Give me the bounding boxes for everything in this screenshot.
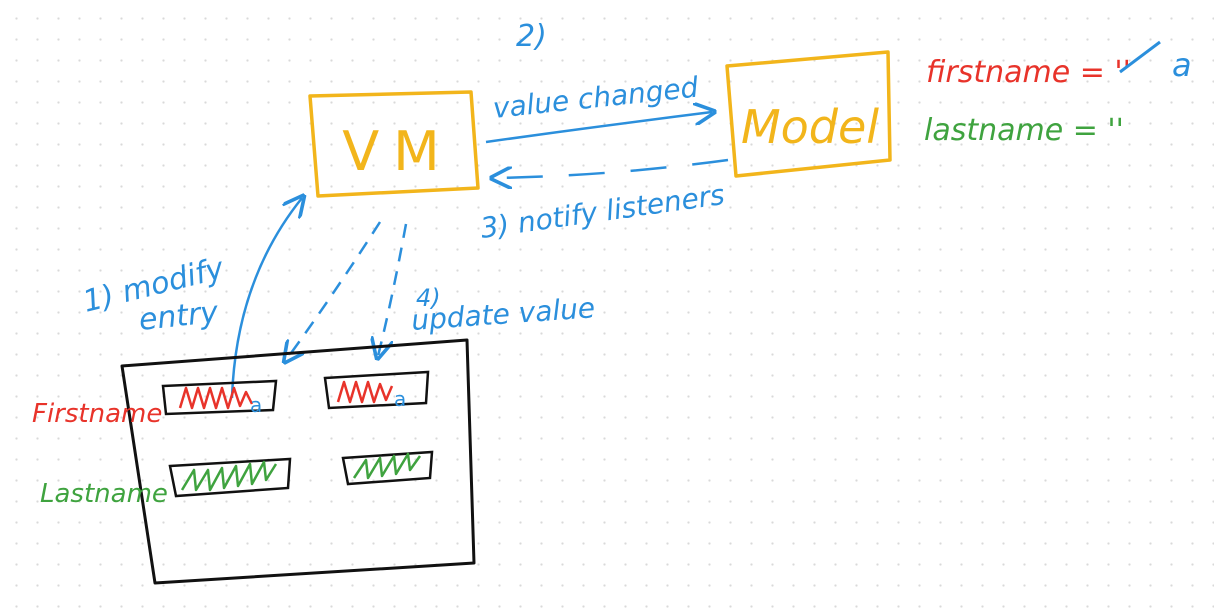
lastname-field-right-scribble bbox=[352, 452, 422, 480]
model-firstname-state: firstname = '' bbox=[926, 55, 1131, 90]
model-state: firstname = '' a lastname = '' bbox=[924, 40, 1192, 148]
vm-box bbox=[308, 90, 480, 198]
notify-listeners-arrow bbox=[494, 158, 729, 178]
firstname-field-right[interactable]: a bbox=[323, 370, 430, 411]
firstname-field-right-typed: a bbox=[394, 387, 406, 411]
update-value-arrow-right bbox=[378, 223, 408, 356]
firstname-field-left-box bbox=[161, 379, 278, 416]
lastname-field-left[interactable] bbox=[168, 457, 292, 498]
notify-listeners-label: 3) notify listeners bbox=[478, 178, 726, 245]
lastname-field-right[interactable] bbox=[341, 450, 434, 486]
model-box bbox=[725, 50, 892, 178]
model-firstname-new-value: a bbox=[1172, 46, 1192, 84]
model-node: Model bbox=[725, 50, 892, 178]
firstname-field-left-typed: a bbox=[250, 393, 262, 417]
step1-label-line2: entry bbox=[137, 295, 221, 338]
lastname-field-right-box bbox=[341, 450, 434, 486]
firstname-field-left-scribble bbox=[178, 386, 254, 410]
form-window: Firstname Lastname a a bbox=[32, 338, 476, 585]
firstname-label: Firstname bbox=[32, 399, 162, 429]
firstname-field-right-scribble bbox=[336, 380, 394, 404]
lastname-field-left-scribble bbox=[180, 460, 278, 492]
lastname-field-left-box bbox=[168, 457, 292, 498]
update-value-arrow-left bbox=[286, 221, 382, 360]
step4-number: 4) bbox=[416, 284, 441, 312]
firstname-field-left[interactable]: a bbox=[161, 379, 278, 417]
model-label: Model bbox=[741, 100, 879, 154]
vm-label: VM bbox=[342, 120, 454, 183]
value-changed-arrow bbox=[485, 112, 712, 144]
vm-node: VM bbox=[308, 90, 480, 198]
modify-entry-arrow bbox=[230, 198, 302, 399]
form-window-frame bbox=[120, 338, 476, 585]
model-lastname-state: lastname = '' bbox=[924, 113, 1124, 148]
firstname-strike bbox=[1119, 40, 1161, 74]
firstname-field-right-box bbox=[323, 370, 430, 410]
lastname-label: Lastname bbox=[40, 479, 168, 509]
step2-label: 2) bbox=[516, 19, 547, 54]
